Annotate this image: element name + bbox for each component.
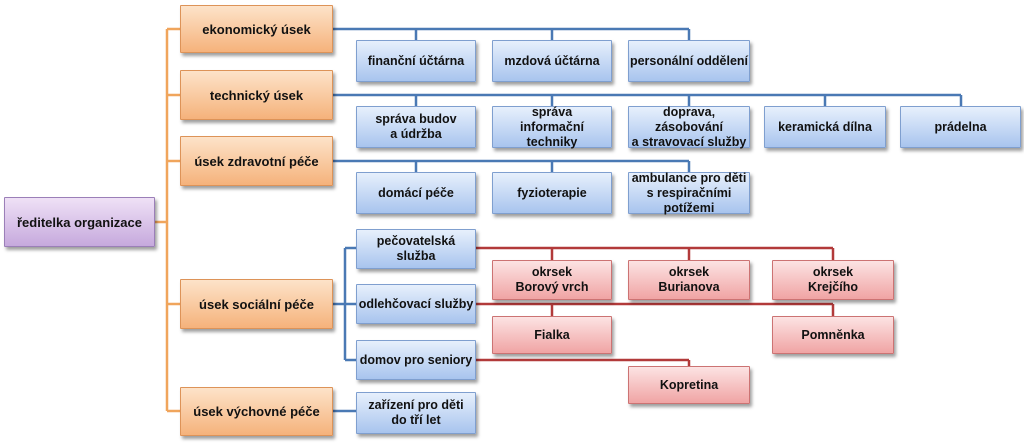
unit-personnel: personální oddělení [628,40,750,82]
dept-educational-care: úsek výchovné péče [180,387,333,436]
unit-laundry: prádelna [900,106,1021,148]
unit-senior-home: domov pro seniory [356,340,476,380]
unit-transport-supply-catering: doprava, zásobování a stravovací služby [628,105,750,149]
unit-building-maintenance: správa budov a údržba [356,106,476,148]
subunit-fialka: Fialka [492,316,612,354]
subunit-pomnenka: Pomněnka [772,316,894,354]
dept-technical: technický úsek [180,70,333,120]
dept-social-care: úsek sociální péče [180,279,333,329]
root-node-director: ředitelka organizace [4,197,155,247]
unit-financial-accounting: finanční účtárna [356,40,476,82]
unit-pediatric-respiratory-clinic: ambulance pro děti s respiračními potíže… [628,171,750,215]
subunit-district-borovy-vrch: okrsek Borový vrch [492,260,612,300]
unit-childcare-under-three: zařízení pro děti do tří let [356,392,476,434]
unit-ceramic-workshop: keramická dílna [764,106,886,148]
unit-home-care: domácí péče [356,172,476,214]
dept-economic: ekonomický úsek [180,5,333,53]
unit-physiotherapy: fyzioterapie [492,172,612,214]
blue-connectors [333,27,963,413]
unit-nursing-service: pečovatelská služba [356,229,476,269]
orange-connectors [155,27,180,413]
unit-payroll-accounting: mzdová účtárna [492,40,612,82]
subunit-district-krejciho: okrsek Krejčího [772,260,894,300]
unit-it-administration: správa informační techniky [492,105,612,149]
subunit-kopretina: Kopretina [628,366,750,404]
subunit-district-burianova: okrsek Burianova [628,260,750,300]
red-connectors [476,246,835,366]
dept-health-care: úsek zdravotní péče [180,136,333,186]
unit-respite-services: odlehčovací služby [356,284,476,324]
